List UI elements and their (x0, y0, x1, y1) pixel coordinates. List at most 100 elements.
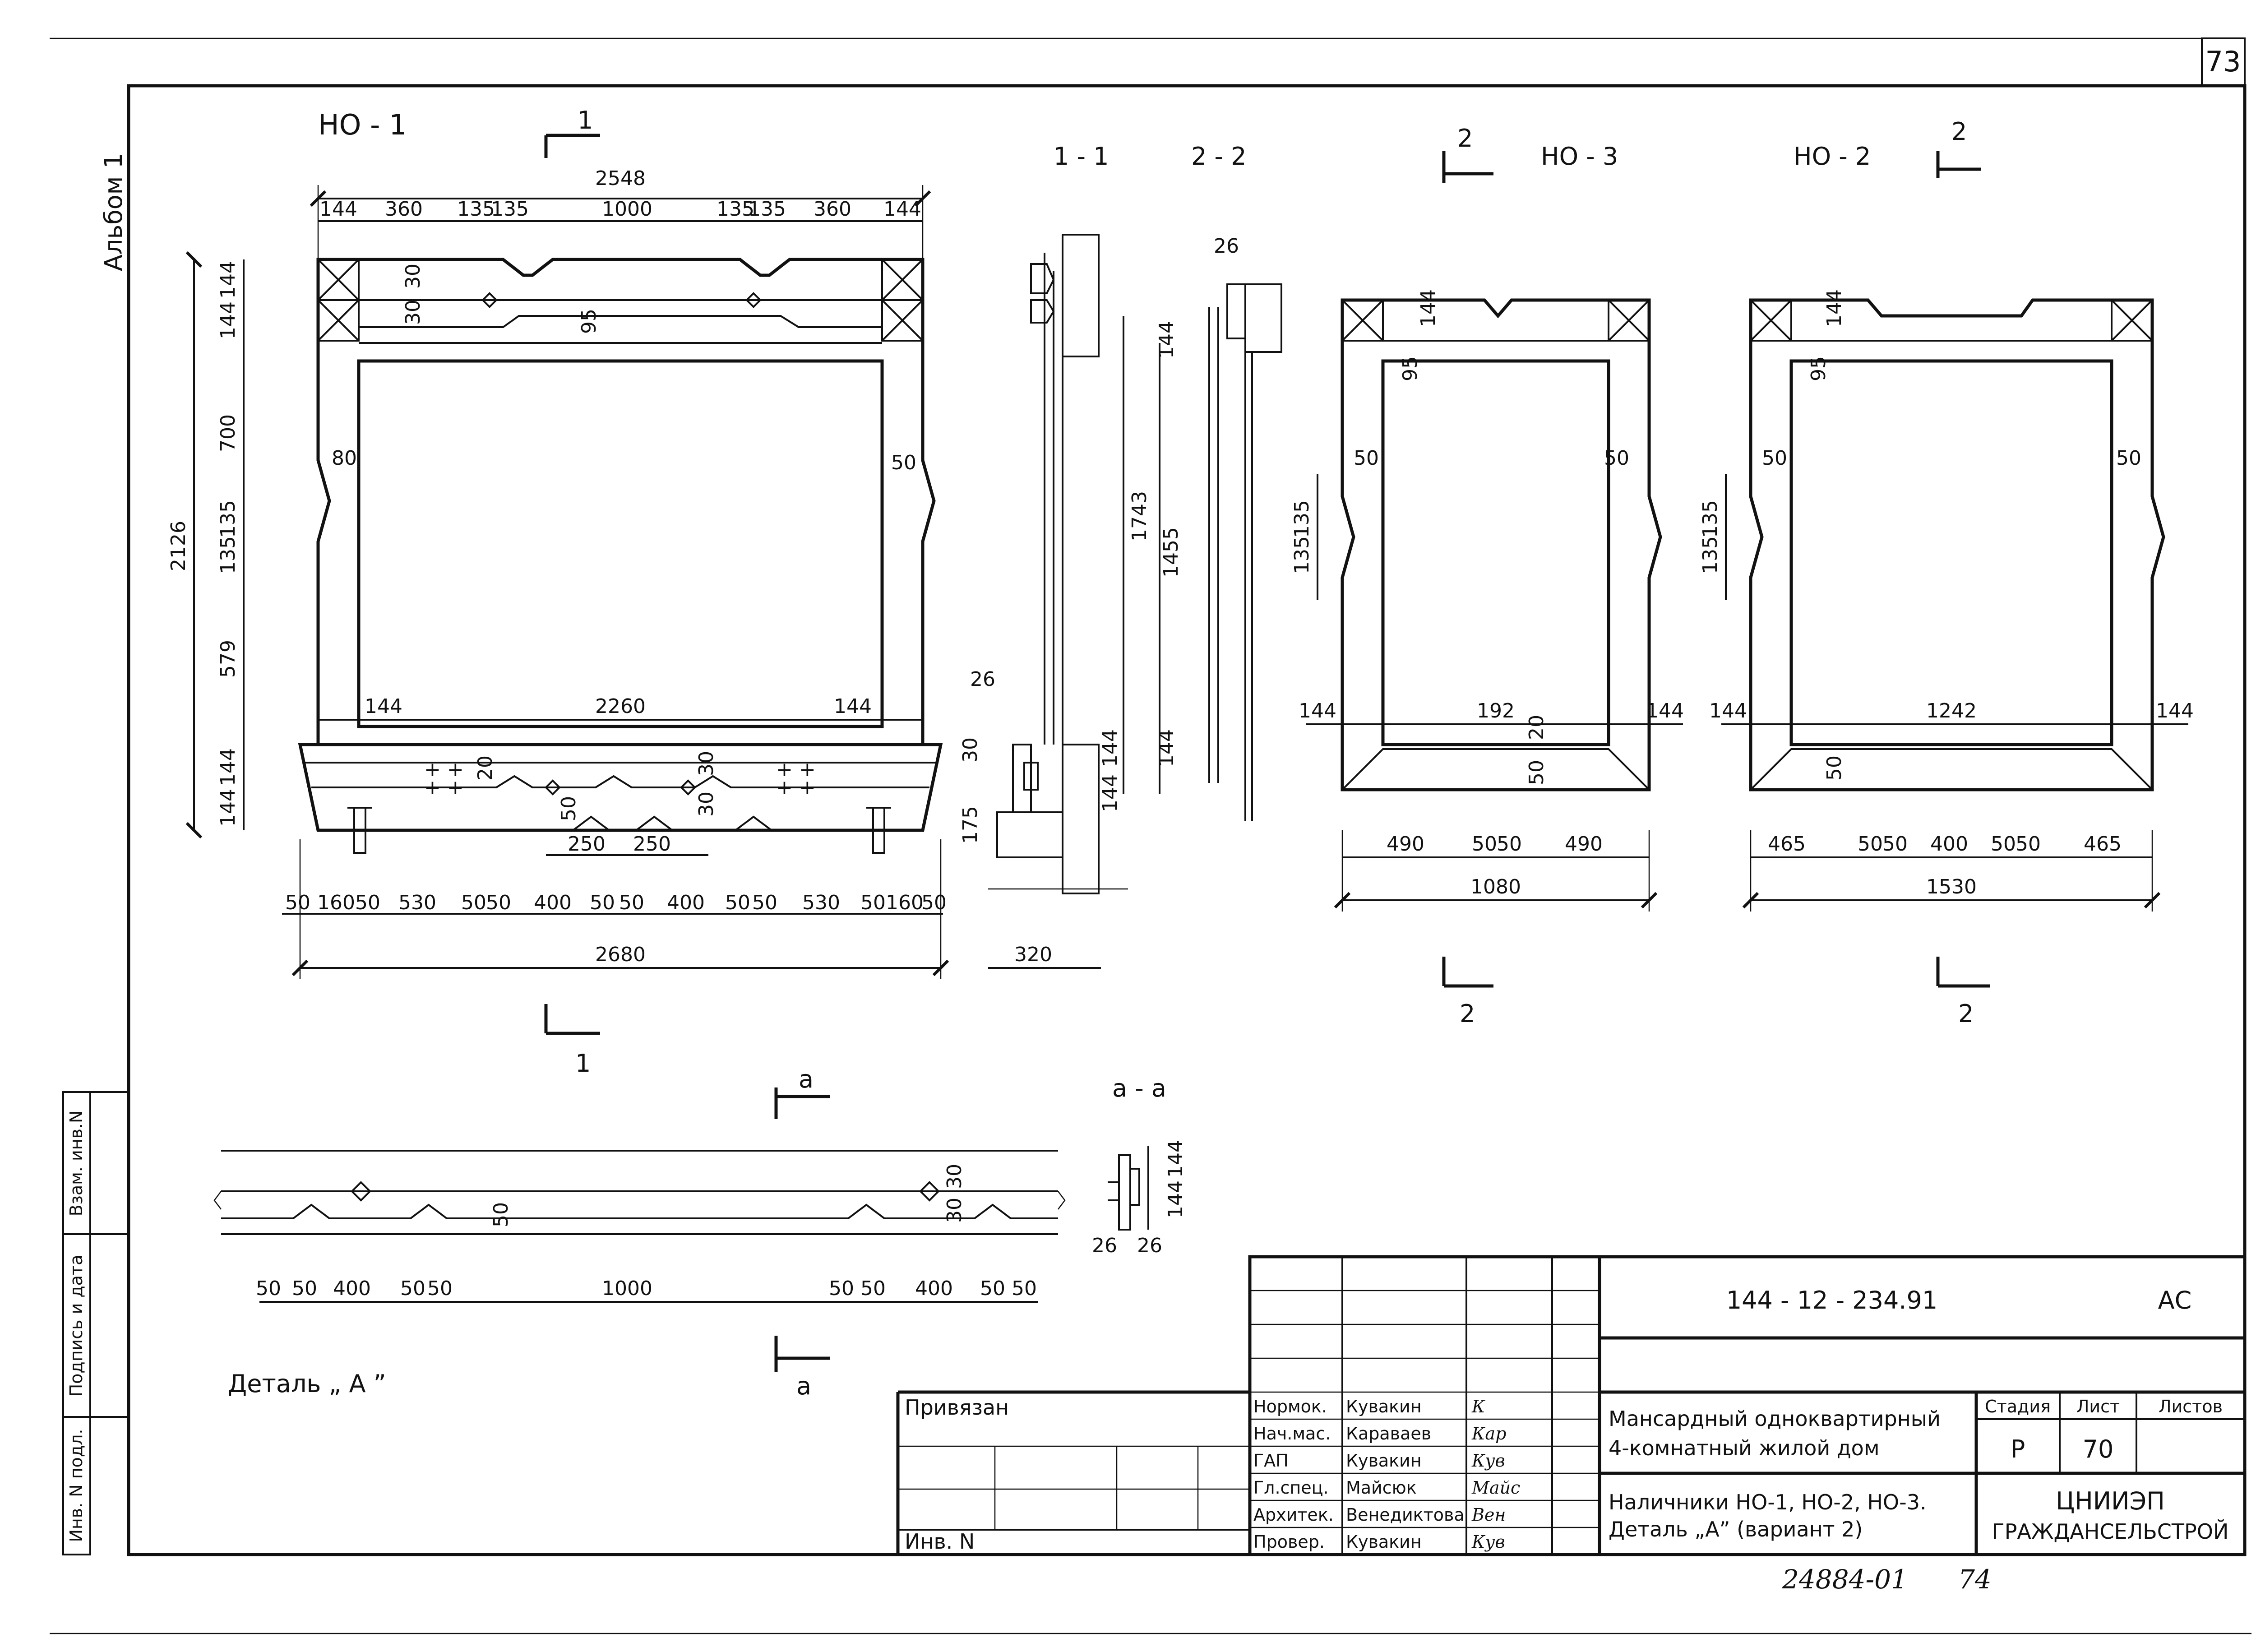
inv-n-label: Инв. N (905, 1529, 975, 1554)
vzam-inv-label: Взам. инв.N (66, 1111, 86, 1217)
svg-text:490: 490 (1565, 833, 1603, 856)
svg-text:Провер.: Провер. (1253, 1532, 1325, 1552)
no3-label: НО - 3 (1541, 142, 1618, 171)
svg-text:50: 50 (557, 796, 580, 821)
svg-text:360: 360 (814, 198, 851, 221)
svg-text:+ +: + + (776, 758, 816, 781)
title-block: Привязан Инв. N Нормок. Кувакин К Нач.ма… (896, 1255, 2247, 1556)
detail-a-label: Деталь „ А ” (228, 1370, 386, 1398)
svg-text:2: 2 (1457, 124, 1473, 153)
svg-text:135: 135 (217, 500, 240, 538)
signature-1: Кар (1471, 1424, 1506, 1444)
no1-label: НО - 1 (318, 108, 407, 141)
no2-view: НО - 2 2 144 1242 144 144 95 50 50 135 1… (1699, 117, 2194, 1028)
svg-text:50: 50 (921, 891, 947, 914)
svg-text:30: 30 (695, 791, 718, 817)
svg-text:135: 135 (457, 198, 495, 221)
svg-text:2: 2 (1951, 117, 1967, 146)
stadiya-value: Р (2011, 1435, 2025, 1463)
svg-text:1455: 1455 (1160, 527, 1183, 578)
svg-text:50: 50 (752, 891, 777, 914)
sec22-label: 2 - 2 (1191, 142, 1247, 171)
svg-text:400: 400 (333, 1277, 371, 1300)
svg-text:135: 135 (491, 198, 529, 221)
sheet-title-1: Наличники НО-1, НО-2, НО-3. (1609, 1490, 1927, 1514)
svg-text:400: 400 (534, 891, 572, 914)
svg-text:1000: 1000 (602, 198, 652, 221)
svg-text:26: 26 (970, 668, 995, 691)
footer-number: 24884-01 (1782, 1564, 1908, 1595)
page-number: 73 (2205, 45, 2241, 78)
svg-text:360: 360 (385, 198, 423, 221)
cut1-bottom-label: 1 (575, 1049, 591, 1078)
svg-text:50: 50 (427, 1277, 453, 1300)
svg-text:2: 2 (1460, 1000, 1475, 1028)
podpis-data-label: Подпись и дата (66, 1255, 86, 1397)
svg-text:30: 30 (402, 264, 425, 289)
drawing-frame (127, 84, 2247, 1556)
svg-text:50: 50 (292, 1277, 317, 1300)
svg-text:465: 465 (1768, 833, 1806, 856)
signature-5: Кув (1471, 1532, 1505, 1552)
svg-text:144: 144 (834, 695, 872, 718)
no1-sill-total: 2680 (595, 943, 646, 966)
svg-text:26: 26 (1137, 1234, 1162, 1257)
left-strip: Взам. инв.N Подпись и дата Инв. N подл. (62, 1091, 129, 1555)
svg-text:250: 250 (568, 833, 606, 856)
inv-podl-label: Инв. N подл. (66, 1429, 86, 1542)
svg-text:144: 144 (1099, 774, 1122, 812)
list-value: 70 (2083, 1435, 2114, 1463)
svg-text:465: 465 (2084, 833, 2122, 856)
svg-text:144: 144 (319, 198, 357, 221)
svg-text:50: 50 (829, 1277, 854, 1300)
svg-text:50: 50 (725, 891, 750, 914)
no3-total: 1080 (1470, 875, 1521, 898)
svg-text:50: 50 (590, 891, 615, 914)
no1-bottom-chain: 50 160 50 530 50 50 400 50 50 400 50 50 … (285, 891, 947, 914)
svg-text:95: 95 (1399, 356, 1422, 381)
svg-text:50: 50 (1604, 447, 1629, 470)
stadiya-header: Стадия (1985, 1397, 2051, 1416)
svg-text:160: 160 (886, 891, 924, 914)
list-header: Лист (2076, 1397, 2120, 1416)
svg-text:400: 400 (915, 1277, 953, 1300)
doc-mark: АС (2158, 1286, 2192, 1314)
no3-view: НО - 3 2 144 192 144 144 95 50 50 135 13… (1290, 124, 1684, 1028)
svg-text:144: 144 (1099, 729, 1122, 767)
org-name-1: ЦНИИЭП (2056, 1487, 2165, 1515)
svg-text:50: 50 (461, 891, 486, 914)
svg-text:135: 135 (1290, 536, 1313, 574)
svg-text:144: 144 (217, 789, 240, 827)
svg-text:+ +: + + (424, 758, 464, 781)
sec11-label: 1 - 1 (1054, 142, 1109, 171)
svg-text:2: 2 (1958, 1000, 1974, 1028)
svg-text:Венедиктова: Венедиктова (1346, 1505, 1465, 1525)
svg-text:а: а (799, 1065, 814, 1093)
svg-text:579: 579 (217, 640, 240, 678)
svg-text:400: 400 (667, 891, 705, 914)
svg-text:30: 30 (943, 1198, 966, 1223)
svg-text:26: 26 (1092, 1234, 1117, 1257)
no2-total: 1530 (1926, 875, 1977, 898)
svg-text:192: 192 (1477, 699, 1515, 722)
svg-text:175: 175 (959, 806, 982, 844)
svg-text:Гл.спец.: Гл.спец. (1253, 1478, 1329, 1498)
no2-label: НО - 2 (1794, 142, 1871, 171)
sections-view: 1 - 1 2 - 2 320 26 30 175 144 144 1743 1… (959, 142, 1282, 969)
listov-header: Листов (2159, 1397, 2223, 1416)
svg-text:160: 160 (317, 891, 355, 914)
svg-text:50: 50 (285, 891, 310, 914)
svg-text:144: 144 (365, 695, 402, 718)
svg-text:Нач.мас.: Нач.мас. (1253, 1424, 1331, 1444)
svg-text:2260: 2260 (595, 695, 646, 718)
svg-text:30: 30 (943, 1164, 966, 1189)
signature-2: Кув (1471, 1451, 1505, 1471)
svg-text:Архитек.: Архитек. (1253, 1505, 1334, 1525)
svg-text:144: 144 (217, 748, 240, 786)
svg-text:30: 30 (402, 300, 425, 325)
svg-text:50: 50 (1525, 760, 1548, 785)
svg-text:95: 95 (578, 309, 601, 334)
svg-text:1242: 1242 (1926, 699, 1977, 722)
svg-text:50: 50 (1354, 447, 1379, 470)
